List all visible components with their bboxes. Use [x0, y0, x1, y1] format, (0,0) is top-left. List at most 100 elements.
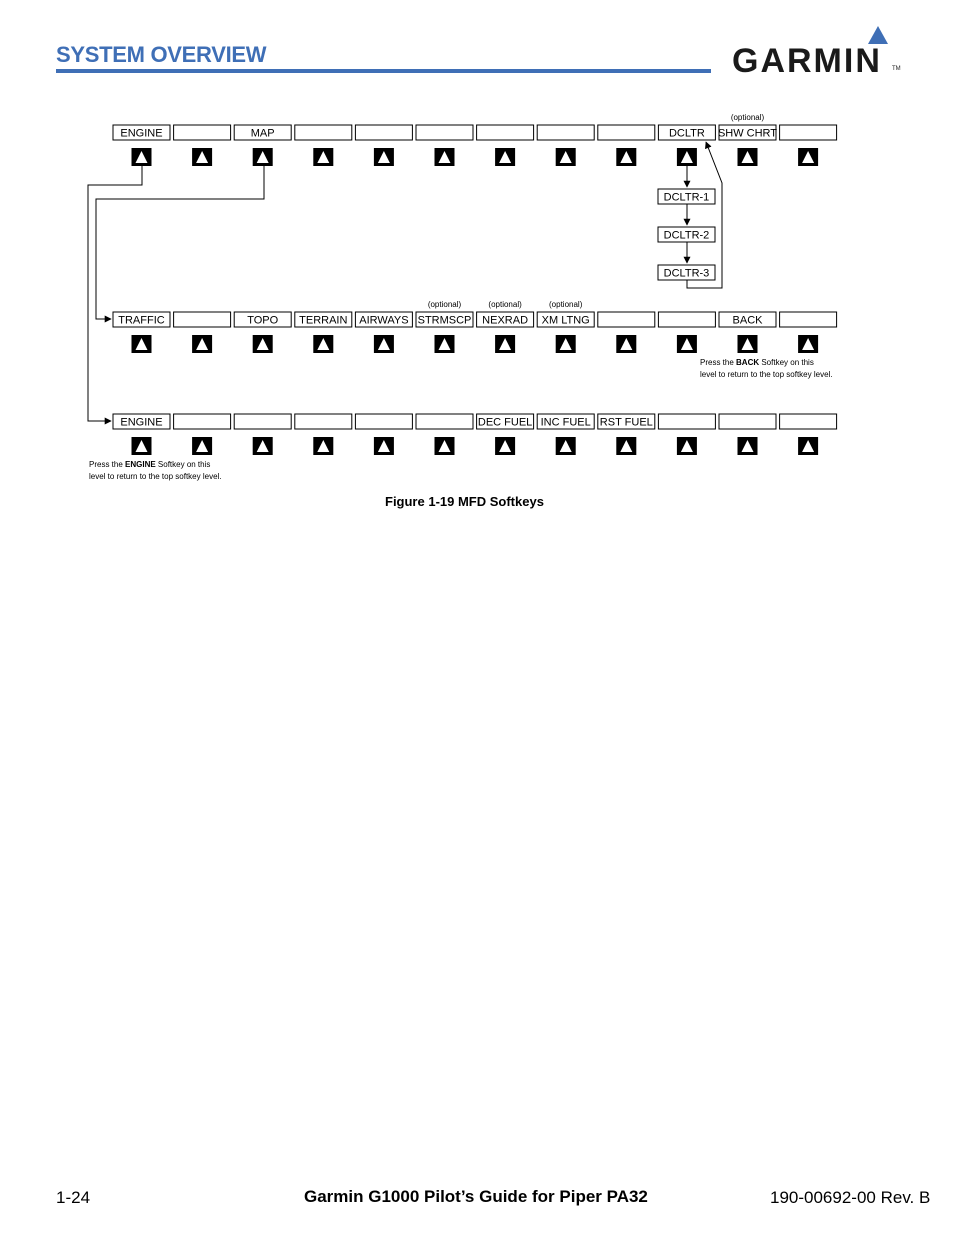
up-arrow-icon: [196, 338, 209, 350]
up-arrow-icon: [438, 151, 451, 163]
up-arrow-icon: [317, 338, 330, 350]
up-arrow-icon: [377, 151, 390, 163]
up-arrow-icon: [741, 151, 754, 163]
softkey-top-6: [415, 124, 474, 141]
softkey-label: MAP: [251, 128, 275, 140]
softkey-engine-8: [536, 413, 595, 430]
optional-note: (optional): [731, 113, 765, 122]
softkey-label: TRAFFIC: [118, 315, 164, 327]
header-rule: [56, 69, 711, 73]
up-arrow-icon: [256, 151, 269, 163]
up-arrow-icon: [499, 440, 512, 452]
softkey-top-10: [657, 124, 716, 141]
up-arrow-icon: [135, 338, 148, 350]
softkey-label: SHW CHRT: [718, 128, 777, 140]
softkey-label: TERRAIN: [299, 315, 347, 327]
softkey-label: STRMSCP: [418, 315, 472, 327]
garmin-logo: GARMIN TM: [732, 26, 902, 80]
page-number: 1-24: [56, 1188, 91, 1207]
softkey-engine-7: [476, 413, 535, 430]
up-arrow-icon: [620, 151, 633, 163]
up-arrow-icon: [377, 338, 390, 350]
up-arrow-icon: [559, 151, 572, 163]
softkey-map-6: [415, 311, 474, 328]
declutter-level-box: [657, 188, 716, 205]
softkey-label: DEC FUEL: [478, 417, 532, 429]
softkey-engine-6: [415, 413, 474, 430]
garmin-triangle-icon: [868, 26, 888, 44]
back-note-line2: level to return to the top softkey level…: [700, 370, 833, 379]
up-arrow-icon: [256, 338, 269, 350]
up-arrow-icon: [802, 151, 815, 163]
softkey-top-8: [536, 124, 595, 141]
up-arrow-icon: [741, 338, 754, 350]
optional-note: (optional): [428, 300, 462, 309]
softkey-top-1: [112, 124, 171, 141]
softkey-label: DCLTR: [669, 128, 705, 140]
dcltr-return-connector: [686, 141, 723, 289]
optional-note: (optional): [549, 300, 583, 309]
up-arrow-icon: [559, 440, 572, 452]
softkey-top-7: [476, 124, 535, 141]
up-arrow-icon: [499, 151, 512, 163]
softkey-map-1: [112, 311, 171, 328]
up-arrow-icon: [317, 151, 330, 163]
softkey-engine-3: [233, 413, 292, 430]
up-arrow-icon: [499, 338, 512, 350]
up-arrow-icon: [680, 338, 693, 350]
softkey-top-11: [718, 124, 777, 141]
declutter-level-label: DCLTR-3: [664, 268, 710, 280]
softkey-top-2: [173, 124, 232, 141]
softkey-top-4: [294, 124, 353, 141]
up-arrow-icon: [438, 440, 451, 452]
softkey-map-4: [294, 311, 353, 328]
softkey-engine-11: [718, 413, 777, 430]
up-arrow-icon: [741, 440, 754, 452]
logo-trademark: TM: [892, 66, 901, 72]
up-arrow-icon: [620, 338, 633, 350]
document-number: 190-00692-00 Rev. B: [770, 1188, 931, 1207]
up-arrow-icon: [377, 440, 390, 452]
softkey-map-10: [657, 311, 716, 328]
softkey-label: BACK: [733, 315, 764, 327]
softkey-label: NEXRAD: [482, 315, 528, 327]
softkey-label: XM LTNG: [542, 315, 590, 327]
section-title: SYSTEM OVERVIEW: [56, 42, 267, 67]
up-arrow-icon: [196, 440, 209, 452]
softkey-map-2: [173, 311, 232, 328]
softkey-map-8: [536, 311, 595, 328]
softkey-label: AIRWAYS: [359, 315, 408, 327]
up-arrow-icon: [802, 338, 815, 350]
softkey-top-5: [354, 124, 413, 141]
softkey-engine-1: [112, 413, 171, 430]
declutter-level-box: [657, 264, 716, 281]
softkey-label: RST FUEL: [600, 417, 653, 429]
softkey-map-12: [779, 311, 838, 328]
softkey-map-3: [233, 311, 292, 328]
softkey-label: ENGINE: [120, 128, 162, 140]
figure-caption: Figure 1-19 MFD Softkeys: [385, 494, 544, 509]
declutter-level-label: DCLTR-2: [664, 230, 710, 242]
mfd-softkey-diagram: ENGINE MAP DCLTR SHW CHRT (optional) TRAFFIC T…: [87, 113, 838, 481]
softkey-engine-2: [173, 413, 232, 430]
softkey-label: TOPO: [247, 315, 278, 327]
softkey-top-9: [597, 124, 656, 141]
map-connector: [95, 166, 265, 323]
softkey-map-7: [476, 311, 535, 328]
up-arrow-icon: [680, 151, 693, 163]
softkey-engine-10: [657, 413, 716, 430]
up-arrow-icon: [802, 440, 815, 452]
softkey-map-11: [718, 311, 777, 328]
engine-note-line1: Press the ENGINE Softkey on this: [89, 460, 210, 469]
softkey-map-5: [354, 311, 413, 328]
engine-note-line2: level to return to the top softkey level…: [89, 472, 222, 481]
logo-wordmark: GARMIN: [732, 42, 882, 80]
up-arrow-icon: [256, 440, 269, 452]
up-arrow-icon: [196, 151, 209, 163]
optional-note: (optional): [488, 300, 522, 309]
declutter-level-box: [657, 226, 716, 243]
softkey-map-9: [597, 311, 656, 328]
softkey-top-12: [779, 124, 838, 141]
up-arrow-icon: [559, 338, 572, 350]
softkey-engine-4: [294, 413, 353, 430]
